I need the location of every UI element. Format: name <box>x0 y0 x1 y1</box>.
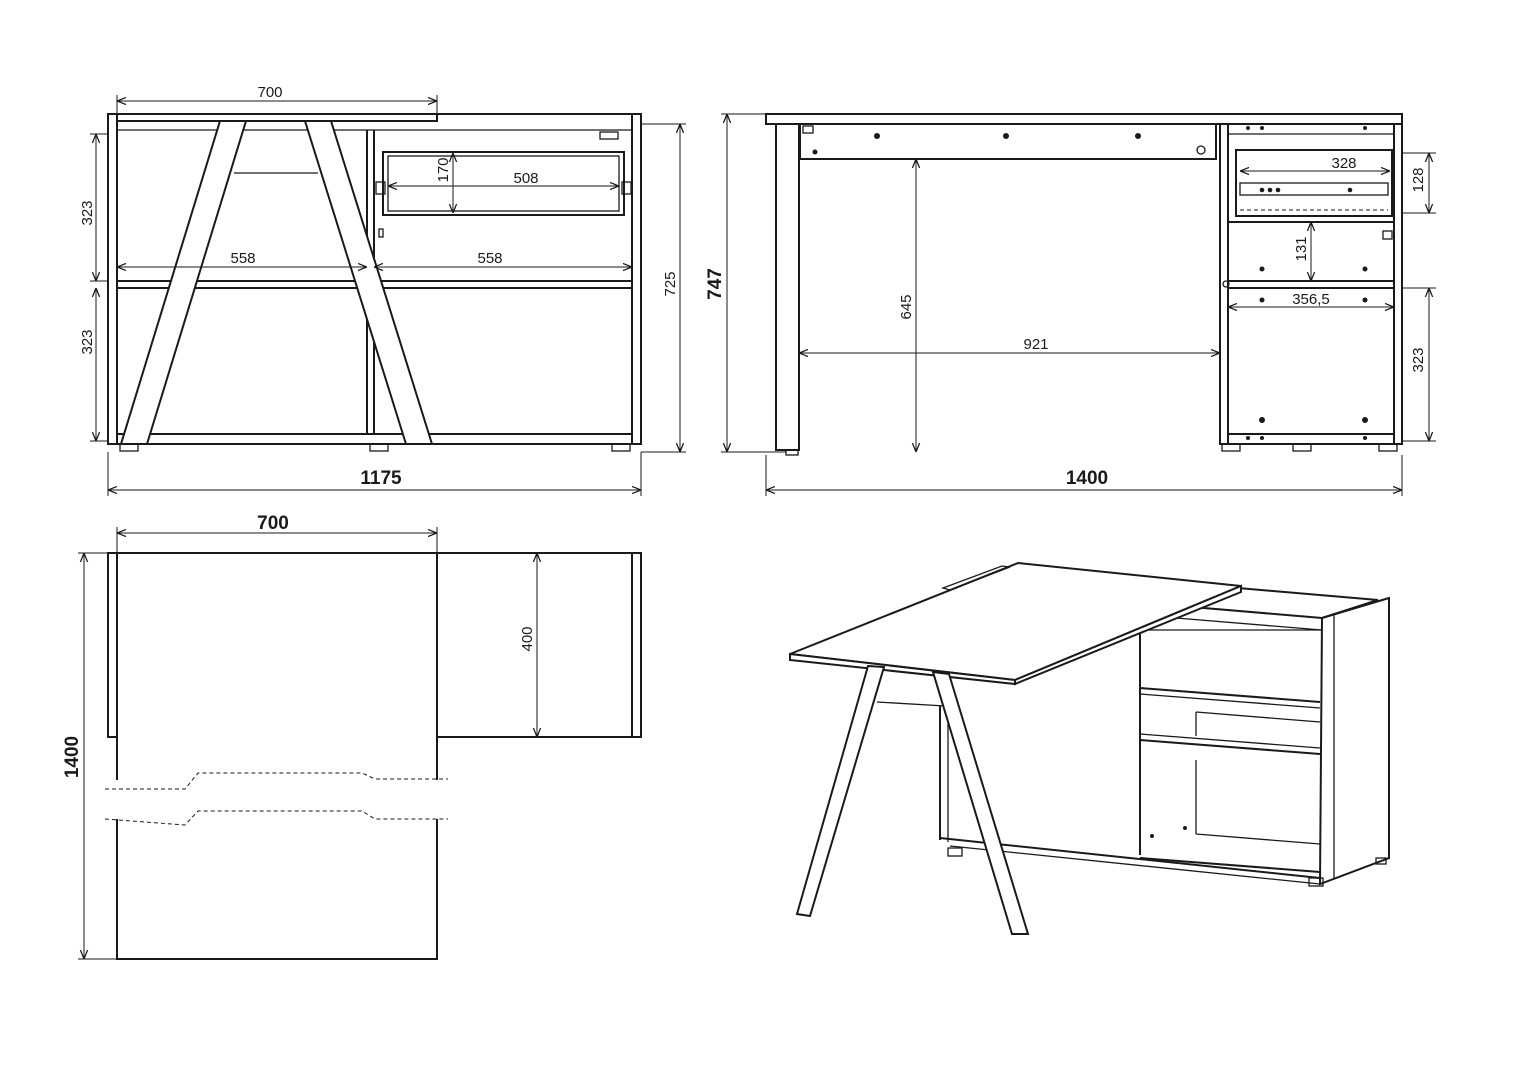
side-knee-width-label: 921 <box>1023 336 1048 353</box>
front-drawer-width-label: 508 <box>513 170 538 187</box>
top-cabinet-depth-label: 400 <box>519 626 536 651</box>
front-lower-height-label: 323 <box>79 329 96 354</box>
top-total-length-label: 1400 <box>62 736 83 778</box>
front-total-width-label: 1175 <box>360 468 402 489</box>
side-total-height-label: 747 <box>705 268 726 300</box>
front-shelf-left-label: 558 <box>230 250 255 267</box>
front-shelf-right-label: 558 <box>477 250 502 267</box>
front-view: 700 323 323 725 170 508 558 558 1175 <box>79 84 686 496</box>
side-leg-clearance-label: 645 <box>898 294 915 319</box>
front-top-width-label: 700 <box>257 84 282 101</box>
side-gap-height-label: 131 <box>1293 236 1310 261</box>
side-view: 747 645 921 328 128 131 356,5 323 1400 <box>705 113 1436 496</box>
side-drawer-height-label: 128 <box>1410 167 1427 192</box>
top-width-label: 700 <box>257 513 289 534</box>
perspective-view <box>789 561 1390 935</box>
front-upper-height-label: 323 <box>79 200 96 225</box>
top-view: 700 400 1400 <box>62 513 642 960</box>
side-lower-height-label: 323 <box>1410 347 1427 372</box>
side-drawer-inner-label: 328 <box>1331 155 1356 172</box>
front-total-height-label: 725 <box>662 271 679 296</box>
side-shelf-depth-label: 356,5 <box>1292 291 1330 308</box>
side-total-width-label: 1400 <box>1066 468 1108 489</box>
front-drawer-height-label: 170 <box>435 157 452 182</box>
